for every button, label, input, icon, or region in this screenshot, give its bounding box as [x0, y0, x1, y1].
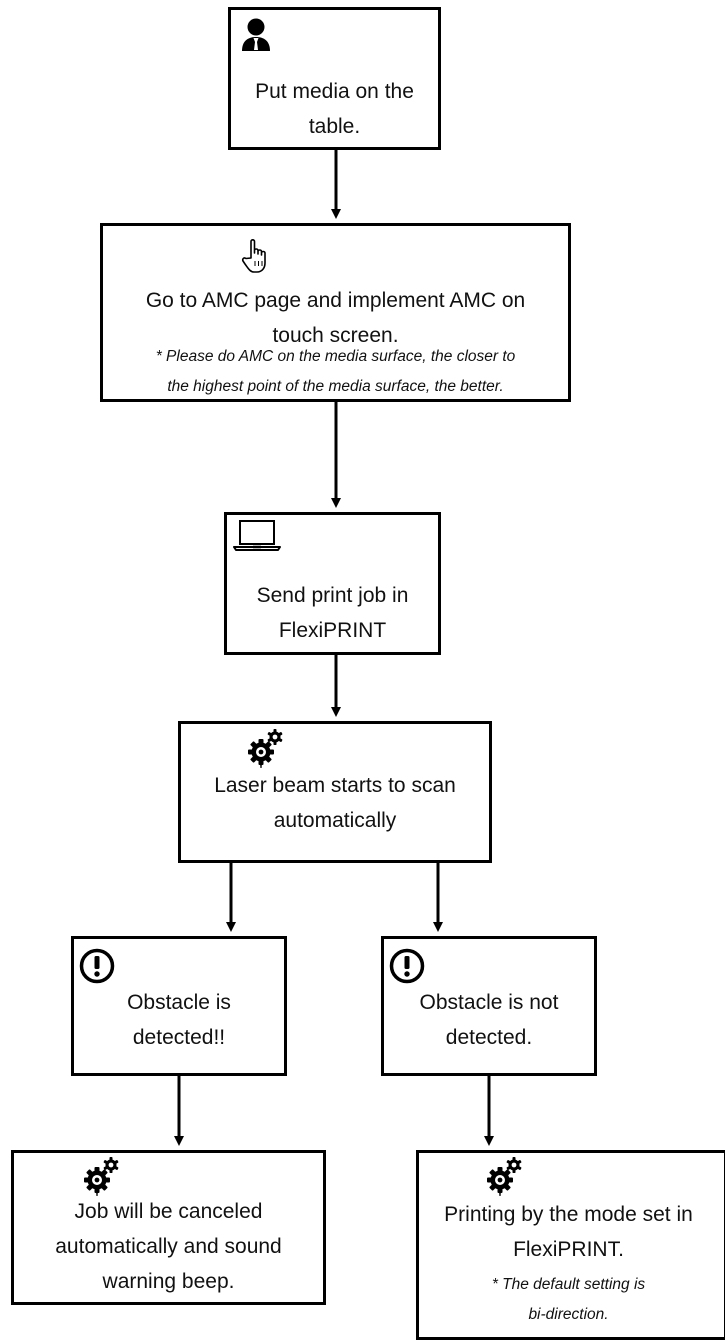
gears-icon [84, 1157, 119, 1196]
gears-icon [248, 729, 283, 768]
step-laser-scan-text: Laser beam starts to scan automatically [214, 774, 456, 832]
step-put-media-text: Put media on the table. [255, 80, 414, 138]
step-printing-mode-text: Printing by the mode set in FlexiPRINT. [444, 1203, 693, 1261]
step-job-canceled-text: Job will be canceled automatically and s… [55, 1200, 282, 1293]
hand-pointer-icon [241, 239, 266, 273]
step-obstacle-detected-text: Obstacle is detected!! [127, 991, 231, 1049]
step-amc-text: Go to AMC page and implement AMC on touc… [145, 289, 526, 347]
step-laser-scan: Laser beam starts to scan automatically [178, 721, 492, 863]
person-icon [242, 18, 270, 51]
step-obstacle-not-detected-text: Obstacle is not detected. [419, 991, 559, 1049]
step-send-print-job-text: Send print job in FlexiPRINT [256, 584, 409, 642]
exclamation-circle-icon [389, 948, 425, 984]
step-obstacle-not-detected: Obstacle is not detected. [381, 936, 597, 1076]
step-obstacle-detected: Obstacle is detected!! [71, 936, 287, 1076]
exclamation-circle-icon [79, 948, 115, 984]
step-printing-mode: Printing by the mode set in FlexiPRINT. … [416, 1150, 725, 1340]
step-send-print-job: Send print job in FlexiPRINT [224, 512, 441, 655]
step-amc-note: * Please do AMC on the media surface, th… [155, 348, 516, 395]
step-put-media: Put media on the table. [228, 7, 441, 150]
step-amc: Go to AMC page and implement AMC on touc… [100, 223, 571, 402]
gears-icon [487, 1157, 522, 1196]
laptop-icon [233, 520, 281, 551]
step-job-canceled: Job will be canceled automatically and s… [11, 1150, 326, 1305]
step-printing-mode-note: * The default setting is bi-direction. [491, 1276, 646, 1323]
